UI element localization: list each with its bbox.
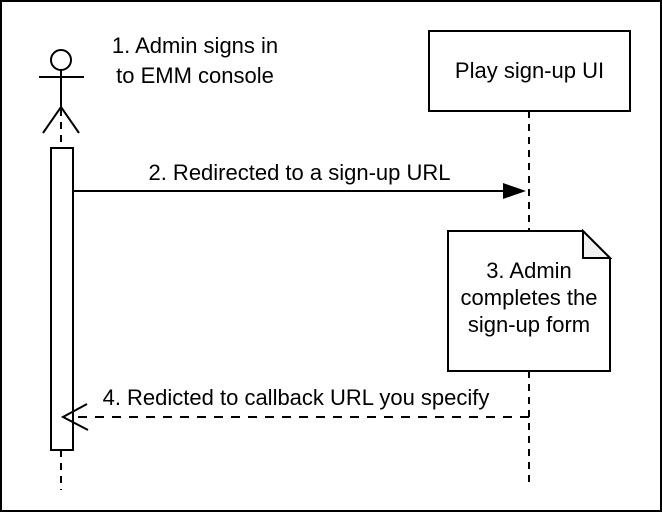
note-body — [447, 230, 611, 372]
note-shape — [447, 228, 613, 372]
actor-leg-right — [60, 106, 80, 134]
actor-figure — [39, 49, 84, 134]
actor-activation-bar — [50, 147, 74, 451]
message-2-arrow — [73, 183, 526, 199]
message-2-label: 2. Redirected to a sign-up URL — [148, 160, 451, 185]
message-4-arrow — [60, 403, 529, 431]
play-signup-ui-box — [428, 30, 631, 112]
play-signup-ui-label: Play sign-up UI — [454, 58, 605, 83]
message-4-label: 4. Redicted to callback URL you specify — [102, 385, 490, 410]
note-label: 3. Admin completes the sign-up form — [460, 258, 598, 337]
message-2-arrowhead — [503, 183, 526, 199]
message-4-arrowhead — [60, 403, 89, 431]
message-1-label: 1. Admin signs in to EMM console — [111, 33, 279, 88]
actor-leg-left — [42, 106, 62, 134]
actor-head — [50, 49, 72, 71]
note-fold — [582, 228, 613, 259]
